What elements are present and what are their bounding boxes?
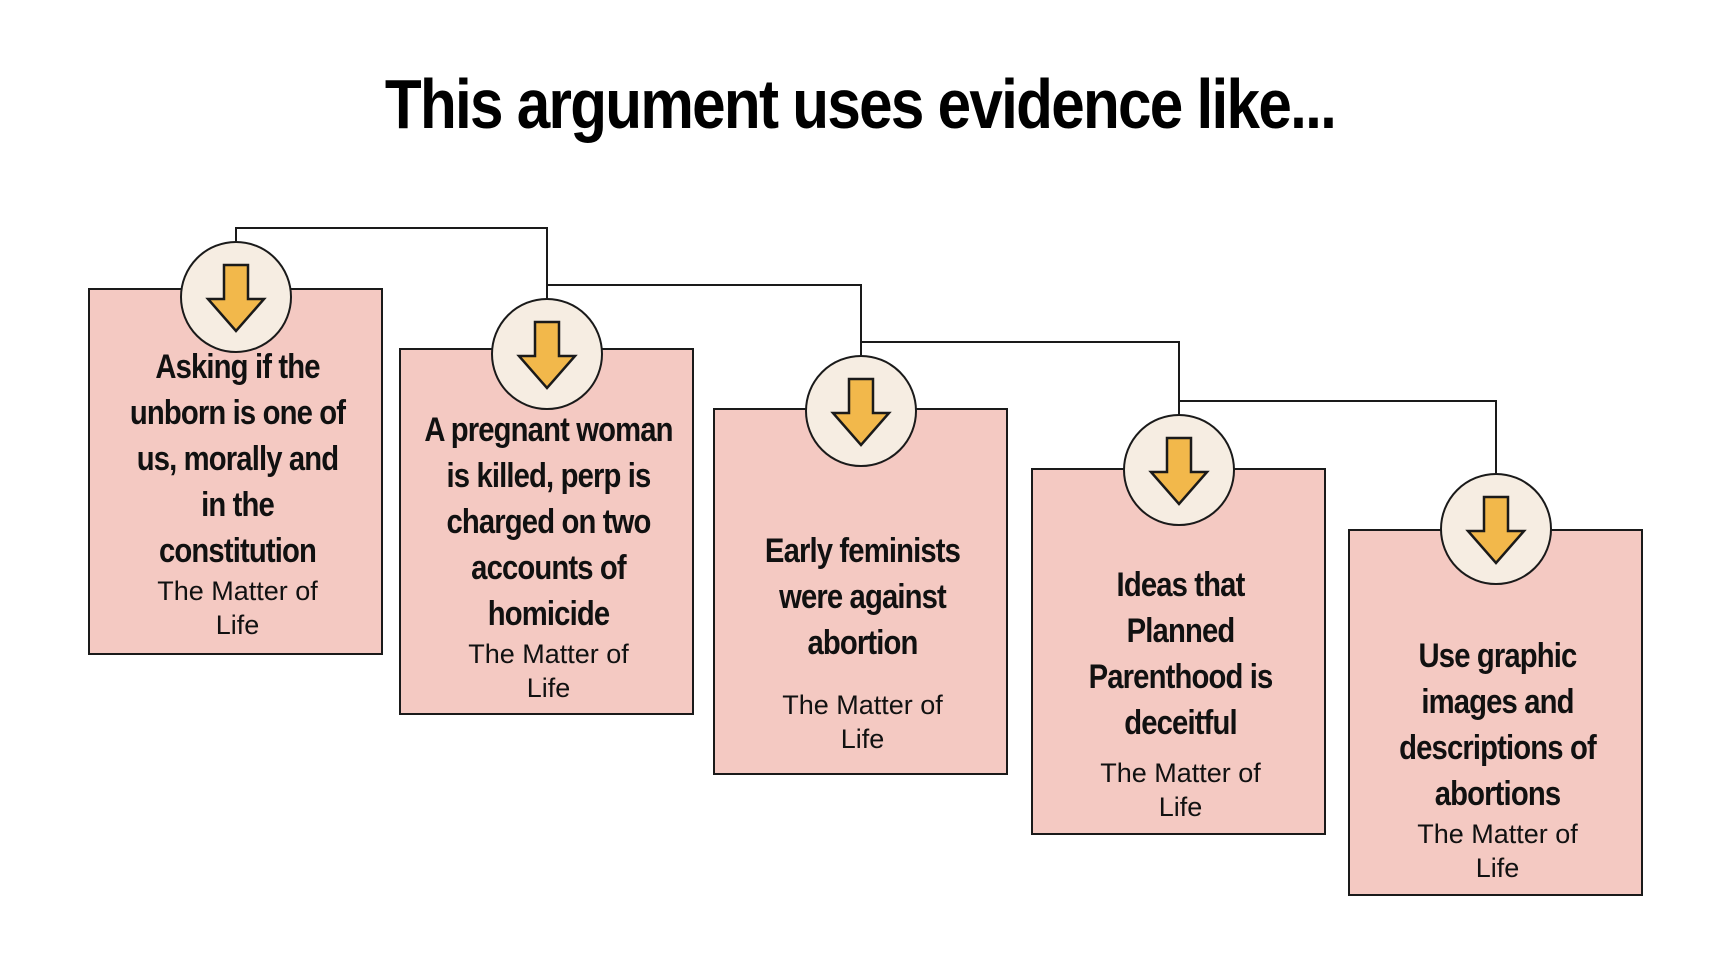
card-3-source: The Matter of Life xyxy=(782,690,943,754)
card-5-heading: Use graphic images and descriptions of a… xyxy=(1399,637,1597,813)
card-4-source: The Matter of Life xyxy=(1100,758,1261,822)
connector-4-5 xyxy=(1178,400,1497,473)
connector-2-3 xyxy=(546,284,862,355)
card-2-source: The Matter of Life xyxy=(468,639,629,703)
connector-3-4 xyxy=(860,341,1180,414)
evidence-card-5: Use graphic images and descriptions of a… xyxy=(1348,529,1643,896)
card-1-heading: Asking if the unborn is one of us, moral… xyxy=(129,348,346,570)
card-1-icon-circle xyxy=(180,241,292,353)
card-5-source: The Matter of Life xyxy=(1417,819,1578,883)
card-4-heading: Ideas that Planned Parenthood is deceitf… xyxy=(1088,566,1274,742)
card-2-heading: A pregnant woman is killed, perp is char… xyxy=(424,411,673,633)
evidence-card-3: Early feminists were against abortion Th… xyxy=(713,408,1008,775)
arrow-down-icon xyxy=(1465,495,1527,565)
evidence-card-4: Ideas that Planned Parenthood is deceitf… xyxy=(1031,468,1326,835)
arrow-down-icon xyxy=(1148,436,1210,506)
card-1-source: The Matter of Life xyxy=(157,576,318,640)
arrow-down-icon xyxy=(205,263,267,333)
card-3-heading: Early feminists were against abortion xyxy=(764,532,961,662)
evidence-card-1: Asking if the unborn is one of us, moral… xyxy=(88,288,383,655)
connector-1-2 xyxy=(235,227,548,298)
card-3-icon-circle xyxy=(805,355,917,467)
arrow-down-icon xyxy=(516,320,578,390)
card-4-icon-circle xyxy=(1123,414,1235,526)
arrow-down-icon xyxy=(830,377,892,447)
card-5-icon-circle xyxy=(1440,473,1552,585)
card-2-icon-circle xyxy=(491,298,603,410)
page-title: This argument uses evidence like... xyxy=(384,65,1337,143)
